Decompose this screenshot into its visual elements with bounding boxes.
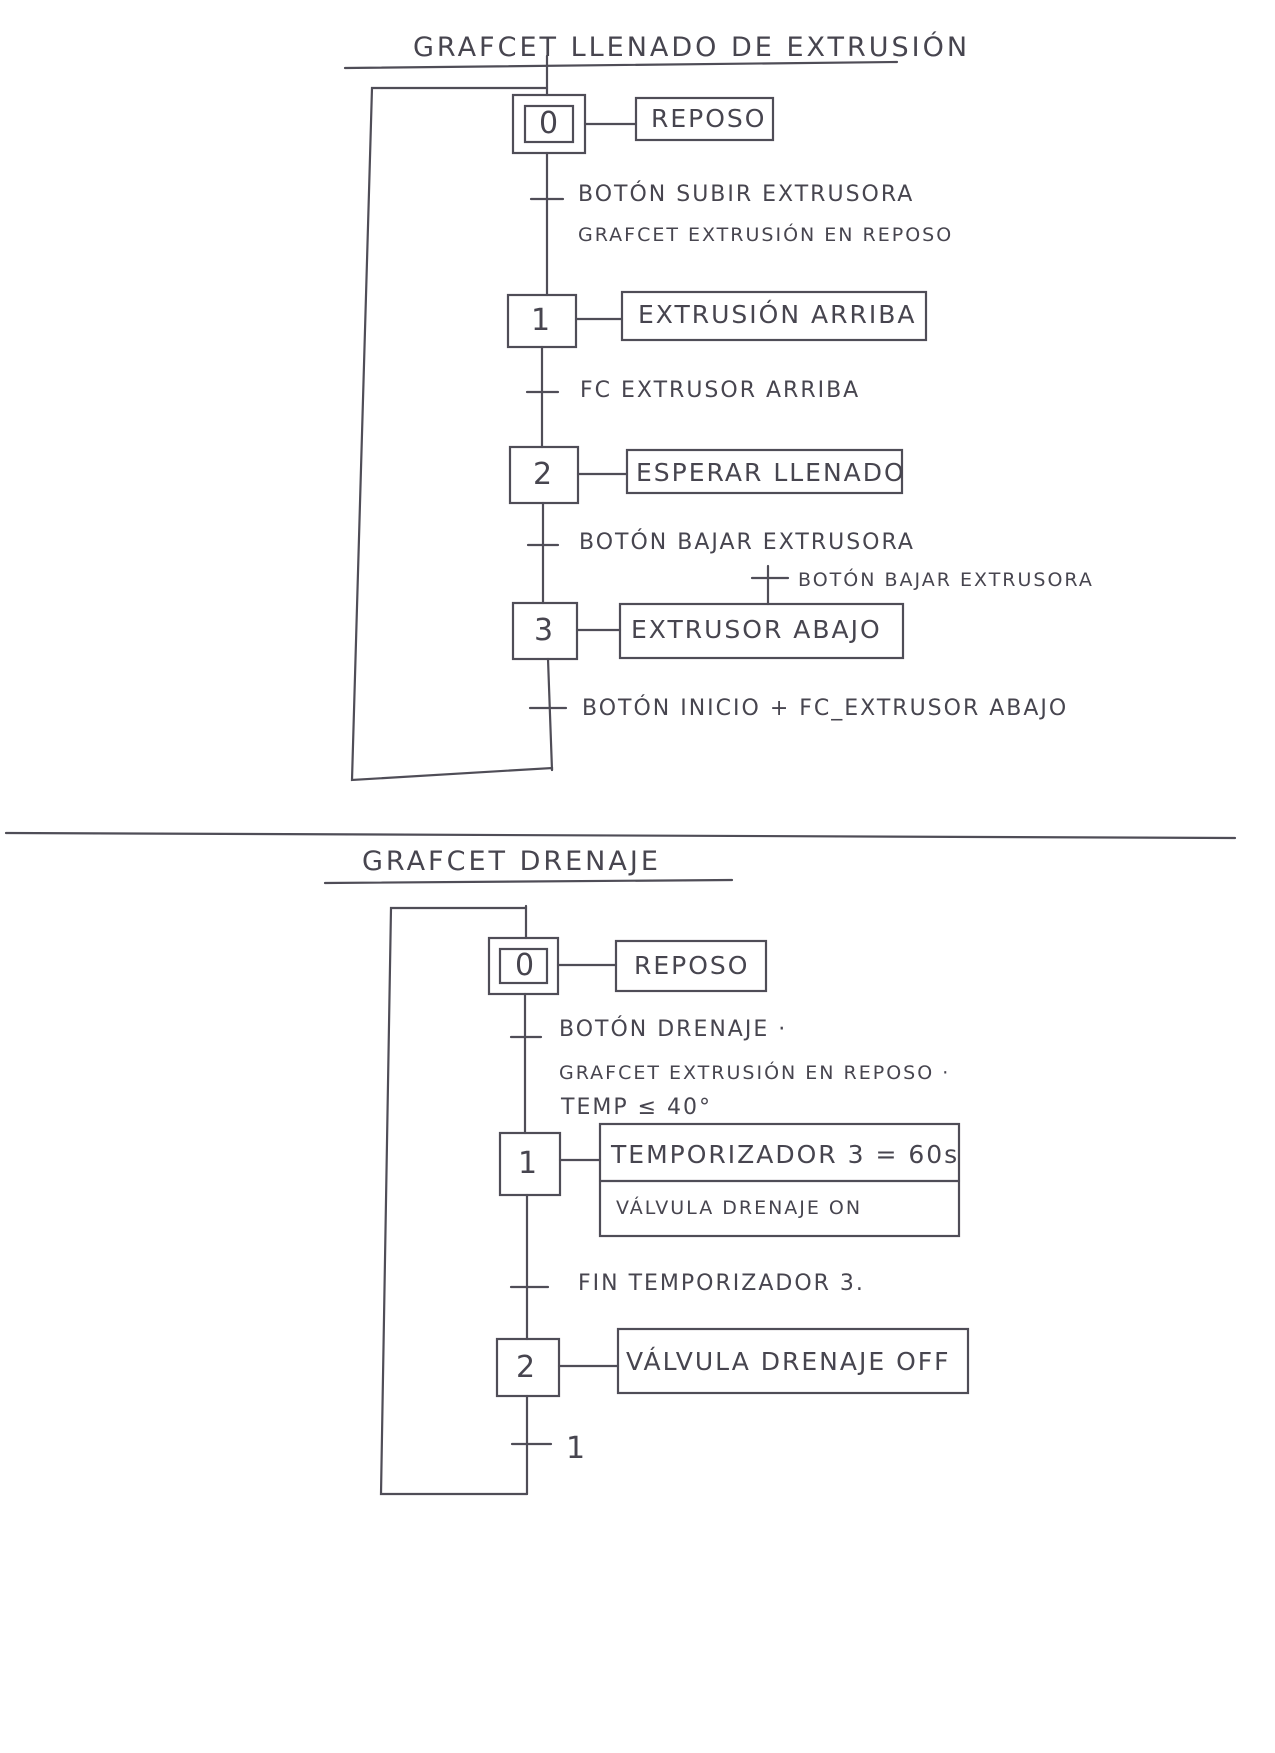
step-number: 0 (515, 948, 535, 983)
transition-condition: BOTÓN SUBIR EXTRUSORA (578, 182, 915, 207)
action-label: EXTRUSIÓN ARRIBA (638, 300, 917, 329)
step-box-1 (498, 1131, 562, 1197)
transition-condition: TEMP ≤ 40° (561, 1095, 713, 1120)
action-box-2 (625, 448, 904, 495)
step-number: 2 (516, 1350, 536, 1385)
step-box-1 (506, 293, 578, 349)
action-label: ESPERAR LLENADO (636, 458, 906, 487)
transition-condition: GRAFCET EXTRUSIÓN EN REPOSO (578, 224, 954, 246)
step-number: 1 (531, 303, 551, 338)
grafcet-title: GRAFCET DRENAJE (362, 846, 661, 877)
action-label: REPOSO (651, 104, 767, 133)
transition-condition: FIN TEMPORIZADOR 3. (578, 1271, 865, 1296)
grafcet-title: GRAFCET LLENADO DE EXTRUSIÓN (413, 32, 971, 63)
action-box-3 (618, 602, 905, 660)
step-box-0-inner (523, 104, 575, 144)
section-divider (4, 831, 1237, 840)
title-underline (323, 878, 734, 885)
loop-back-line (350, 86, 554, 782)
side-transition-condition: BOTÓN BAJAR EXTRUSORA (798, 569, 1094, 591)
transition-condition: BOTÓN INICIO + FC_EXTRUSOR ABAJO (582, 696, 1069, 721)
step-number: 3 (534, 613, 554, 648)
action-label: TEMPORIZADOR 3 = 60s (611, 1140, 960, 1169)
step-number: 2 (533, 457, 553, 492)
main-link (546, 657, 554, 772)
transition-condition: 1 (566, 1431, 586, 1466)
title-underline (343, 60, 899, 70)
loop-back-line (379, 906, 529, 1496)
action-box-2 (616, 1327, 970, 1395)
transition-condition: GRAFCET EXTRUSIÓN EN REPOSO · (559, 1062, 951, 1084)
action-label: EXTRUSOR ABAJO (631, 615, 882, 644)
transition-condition: BOTÓN BAJAR EXTRUSORA (579, 530, 915, 555)
transition-condition: FC EXTRUSOR ARRIBA (580, 378, 861, 403)
step-number: 0 (539, 106, 559, 141)
action-label: VÁLVULA DRENAJE ON (616, 1197, 863, 1219)
action-box-0 (614, 939, 768, 993)
step-number: 1 (518, 1146, 538, 1181)
action-box-1 (620, 290, 928, 342)
step-box-2 (495, 1337, 561, 1398)
action-label: REPOSO (634, 951, 750, 980)
transition-condition: BOTÓN DRENAJE · (559, 1017, 788, 1042)
step-box-0-inner (498, 947, 549, 985)
action-label: VÁLVULA DRENAJE OFF (626, 1347, 951, 1376)
action-box-0 (634, 96, 775, 142)
